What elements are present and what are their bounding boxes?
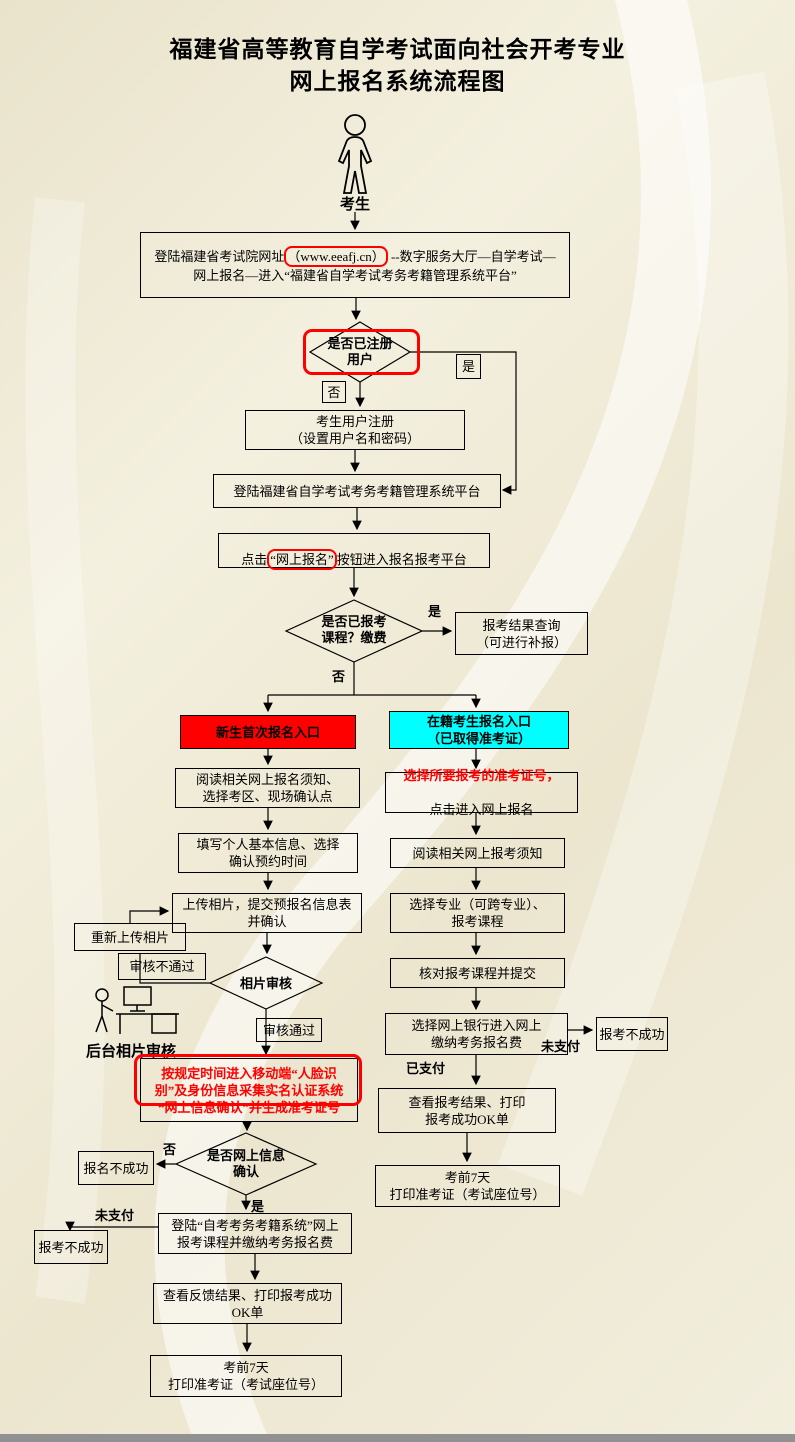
login-site-pre: 登陆福建省考试院网址: [154, 249, 285, 264]
choose-ticket-box: 选择所要报考的准考证号， 点击进入网上报名: [385, 768, 578, 817]
decision-online-confirm-label: 是否网上信息 确认: [206, 1148, 285, 1179]
page-title-line1: 福建省高等教育自学考试面向社会开考专业: [169, 37, 626, 62]
enroll-fail-box-right: 报考不成功: [596, 1017, 668, 1051]
online-reg-highlight: “网上报名”: [267, 548, 337, 570]
paid-label: 已支付: [406, 1061, 446, 1076]
print-ticket-box-right: 考前7天 打印准考证（考试座位号）: [375, 1165, 560, 1207]
choose-ticket-black-line: 点击进入网上报名: [429, 802, 534, 817]
upload-photo-box: 上传相片，提交预报名信息表 并确认: [172, 893, 362, 933]
register-fail-box: 报名不成功: [78, 1151, 154, 1185]
footer-bar: [0, 1434, 795, 1442]
backstage-review-icon: [95, 986, 179, 1034]
review-fail-box: 审核不通过: [118, 953, 206, 980]
decision-registered-diamond: [308, 321, 412, 383]
choose-ticket-red-line: 选择所要报考的准考证号，: [403, 768, 560, 783]
re-upload-photo-box: 重新上传相片: [74, 923, 186, 951]
result-query-box: 报考结果查询 （可进行补报）: [455, 612, 588, 655]
platform-login-box: 登陆福建省自学考试考务考籍管理系统平台: [213, 474, 501, 508]
feedback-box: 查看反馈结果、打印报考成功 OK单: [153, 1283, 342, 1324]
decision-photo-review-diamond: [208, 956, 324, 1010]
enroll-fail-box-left: 报考不成功: [34, 1230, 108, 1264]
verify-courses-box: 核对报考课程并提交: [390, 958, 565, 988]
page-title-line2: 网上报名系统流程图: [289, 69, 506, 94]
click-post: 按钮进入报名报考平台: [336, 551, 467, 567]
unpaid-label-left: 未支付: [95, 1208, 135, 1223]
candidate-person-icon: [337, 114, 373, 194]
unpaid-label-right: 未支付: [541, 1039, 581, 1054]
candidate-label: 考生: [339, 197, 370, 213]
face-auth-box: 按规定时间进入移动端“人脸识 别”及身份信息采集实名认证系统 “网上信息确认”并…: [140, 1058, 358, 1122]
yes-label-enrolled: 是: [428, 604, 442, 619]
review-pass-box: 审核通过: [256, 1018, 322, 1042]
decision-enrolled-label: 是否已报考 课程？缴费: [321, 614, 387, 645]
login-site-text: 登陆福建省考试院网址（www.eeafj.cn） --数字服务大厅—自学考试— …: [154, 229, 556, 301]
view-result-box: 查看报考结果、打印 报考成功OK单: [378, 1088, 556, 1133]
click-pre: 点击: [241, 551, 268, 567]
pay-course-box: 登陆“自考考务考籍系统”网上 报考课程并缴纳考务报名费: [158, 1213, 352, 1254]
decision-enrolled-diamond: [284, 599, 424, 663]
new-candidate-entry-box: 新生首次报名入口: [180, 715, 356, 749]
no-label-box: 否: [322, 381, 346, 403]
no-label-confirm: 否: [163, 1142, 177, 1157]
choose-major-box: 选择专业（可跨专业）、 报考课程: [390, 893, 565, 933]
yes-label-confirm: 是: [251, 1199, 265, 1214]
decision-registered-label: 是否已注册 用户: [327, 336, 393, 367]
decision-online-confirm-diamond: [174, 1132, 318, 1196]
click-online-reg-box: 点击“网上报名”按钮进入报名报考平台: [218, 532, 490, 570]
login-url-highlight: （www.eeafj.cn）: [284, 246, 388, 267]
existing-candidate-entry-box: 在籍考生报名入口 （已取得准考证）: [389, 711, 569, 749]
read-notice-box-right: 阅读相关网上报考须知: [390, 838, 565, 868]
pay-bank-box: 选择网上银行进入网上 缴纳考务报名费: [385, 1013, 568, 1055]
no-label-enrolled: 否: [332, 669, 346, 684]
decision-photo-review-label: 相片审核: [239, 976, 292, 991]
login-site-line2: 网上报名—进入“福建省自学考试考务考籍管理系统平台”: [193, 268, 517, 283]
print-ticket-box-left: 考前7天 打印准考证（考试座位号）: [150, 1355, 342, 1397]
login-site-post: --数字服务大厅—自学考试—: [387, 249, 556, 264]
login-site-box: 登陆福建省考试院网址（www.eeafj.cn） --数字服务大厅—自学考试— …: [140, 232, 570, 298]
fill-info-box: 填写个人基本信息、选择 确认预约时间: [178, 833, 358, 873]
click-online-reg-text: 点击“网上报名”按钮进入报名报考平台: [241, 532, 467, 570]
register-box: 考生用户注册 （设置用户名和密码）: [245, 410, 465, 450]
choose-ticket-text: 选择所要报考的准考证号， 点击进入网上报名: [403, 750, 559, 835]
yes-label-box: 是: [456, 354, 481, 379]
read-notice-box-left: 阅读相关网上报名须知、 选择考区、现场确认点: [175, 768, 360, 808]
